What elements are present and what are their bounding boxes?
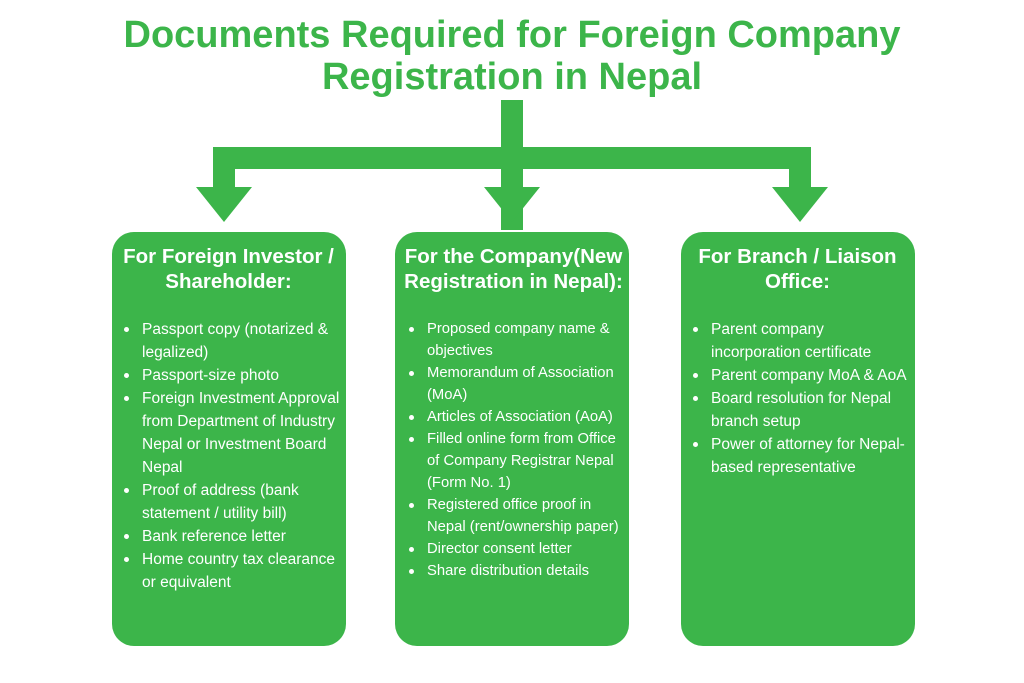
page-title: Documents Required for Foreign Company R…: [0, 14, 1024, 98]
card-title-line-2: Shareholder:: [165, 270, 292, 293]
list-item: Parent company MoA & AoA: [686, 364, 909, 387]
list-item: Proof of address (bank statement / utili…: [117, 479, 340, 525]
list-item: Filled online form from Office of Compan…: [402, 428, 625, 494]
list-item: Memorandum of Association (MoA): [402, 362, 625, 406]
list-item: Registered office proof in Nepal (rent/o…: [402, 494, 625, 538]
document-list: Passport copy (notarized & legalized) Pa…: [117, 318, 340, 594]
card-title: For the Company(New Registration in Nepa…: [402, 244, 625, 294]
list-item: Articles of Association (AoA): [402, 406, 625, 428]
card-branch-liaison: For Branch / Liaison Office: Parent comp…: [681, 232, 915, 646]
card-title: For Branch / Liaison Office:: [686, 244, 909, 294]
arrow-down-icon-center: [484, 187, 540, 222]
card-company-registration: For the Company(New Registration in Nepa…: [395, 232, 629, 646]
document-list: Proposed company name & objectives Memor…: [402, 318, 625, 582]
card-title: For Foreign Investor / Shareholder:: [117, 244, 340, 294]
card-title-line-1: For the Company(New: [404, 245, 623, 268]
list-item: Passport-size photo: [117, 364, 340, 387]
card-title-line-1: For Foreign Investor /: [123, 245, 334, 268]
card-title-line-2: Office:: [765, 270, 830, 293]
list-item: Home country tax clearance or equivalent: [117, 548, 340, 594]
list-item: Share distribution details: [402, 560, 625, 582]
list-item: Bank reference letter: [117, 525, 340, 548]
connector-drop-left: [213, 147, 235, 192]
list-item: Proposed company name & objectives: [402, 318, 625, 362]
list-item: Foreign Investment Approval from Departm…: [117, 387, 340, 479]
document-list: Parent company incorporation certificate…: [686, 318, 909, 479]
card-title-line-1: For Branch / Liaison: [698, 245, 897, 268]
list-item: Board resolution for Nepal branch setup: [686, 387, 909, 433]
card-foreign-investor: For Foreign Investor / Shareholder: Pass…: [112, 232, 346, 646]
card-title-line-2: Registration in Nepal):: [404, 270, 623, 293]
connector-drop-right: [789, 147, 811, 192]
list-item: Passport copy (notarized & legalized): [117, 318, 340, 364]
list-item: Parent company incorporation certificate: [686, 318, 909, 364]
list-item: Director consent letter: [402, 538, 625, 560]
arrow-down-icon-right: [772, 187, 828, 222]
list-item: Power of attorney for Nepal-based repres…: [686, 433, 909, 479]
arrow-down-icon-left: [196, 187, 252, 222]
connector-bar: [213, 147, 811, 169]
page-title-line-1: Documents Required for Foreign Company: [123, 14, 901, 56]
page-title-line-2: Registration in Nepal: [321, 56, 703, 98]
